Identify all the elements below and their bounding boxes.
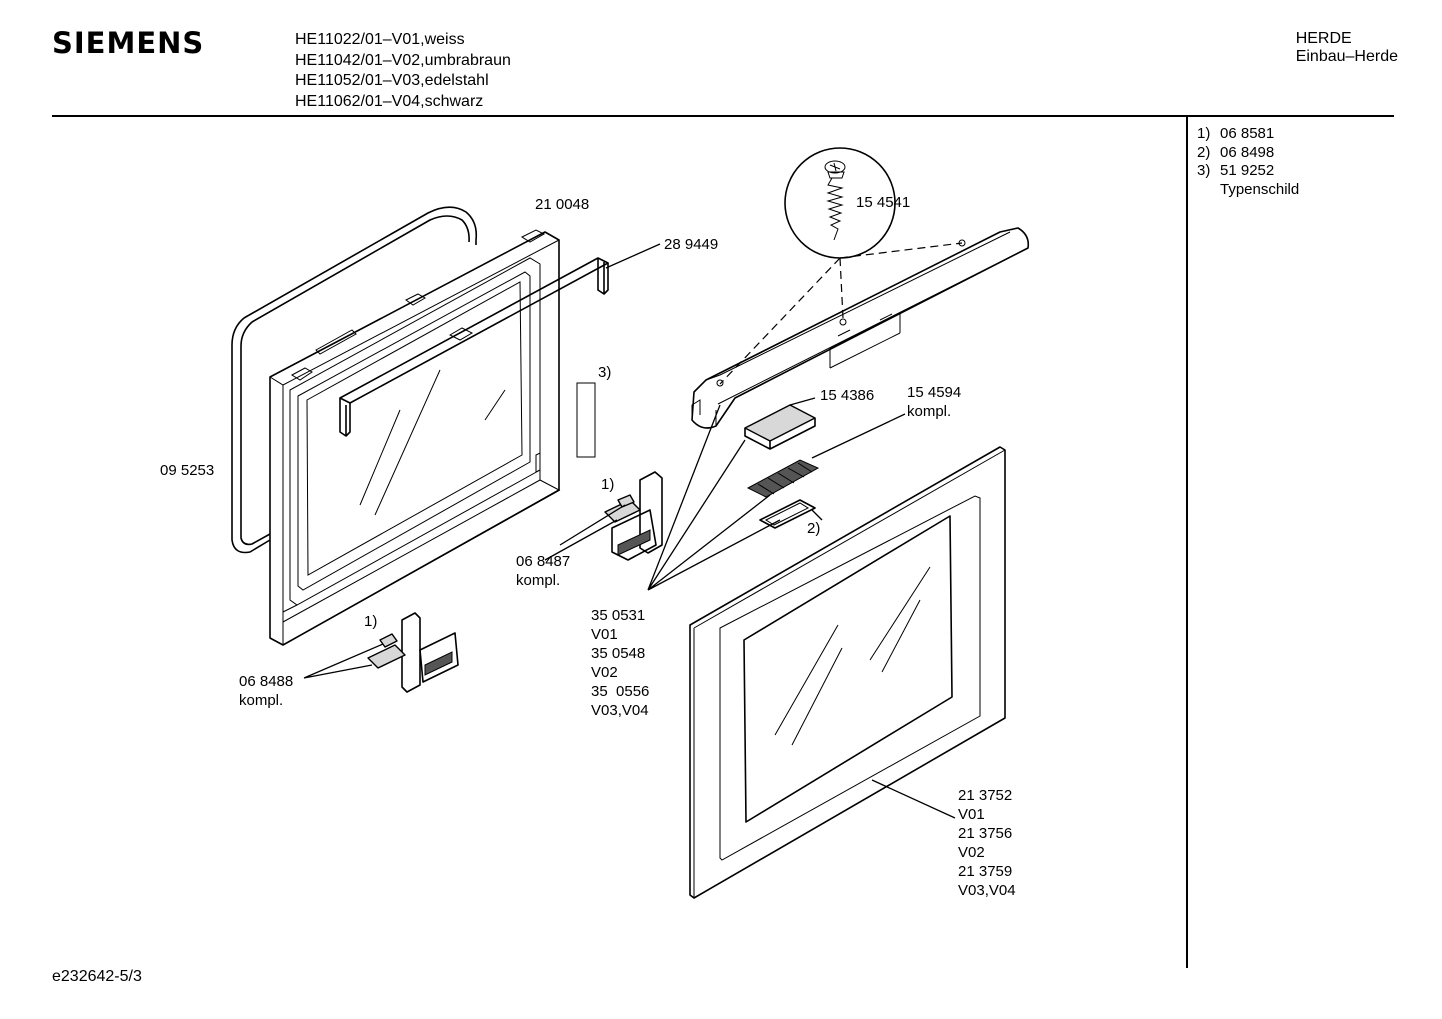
label-glass-line: 21 3756	[958, 825, 1012, 842]
label-handle-line: V02	[591, 664, 618, 681]
glass-label-group: 21 3752 V01 21 3756 V02 21 3759 V03,V04	[958, 787, 1016, 899]
upper-hinge	[544, 471, 663, 561]
label-typeplate-ref: 3)	[598, 364, 611, 381]
model-line: HE11052/01–V03,edelstahl	[295, 72, 489, 89]
document-reference: e232642-5/3	[52, 968, 142, 985]
label-handle-line: 35 0531	[591, 607, 645, 624]
outer-glass-panel	[689, 446, 1006, 899]
label-bracket: 28 9449	[664, 236, 718, 253]
category-subtitle: Einbau–Herde	[1295, 48, 1398, 65]
label-handle-line: V01	[591, 626, 618, 643]
model-line: HE11062/01–V04,schwarz	[295, 92, 484, 110]
legend-item: 3) 51 9252	[1197, 162, 1299, 181]
label-handle-line: 35 0548	[591, 645, 645, 662]
model-line: HE11042/01–V02,umbrabraun	[295, 51, 511, 69]
door-gasket	[231, 206, 478, 554]
legend-item: Typenschild	[1197, 181, 1299, 200]
legend-number: 2)	[1197, 143, 1211, 161]
legend-item: 2) 06 8498	[1197, 144, 1299, 163]
label-gasket: 09 5253	[160, 462, 214, 479]
legend-text: 51 9252	[1220, 162, 1275, 179]
label-hinge-lower: 06 8488	[239, 673, 293, 690]
label-cover: 15 4386	[820, 387, 874, 404]
label-glass-line: 21 3759	[958, 863, 1012, 880]
label-door-frame: 21 0048	[535, 196, 589, 213]
legend-text: 06 8498	[1220, 143, 1275, 161]
screw-detail	[719, 147, 963, 385]
header-divider	[52, 115, 1394, 117]
legend-item: 1) 06 8581	[1197, 125, 1299, 144]
brand-logo: SIEMENS	[52, 26, 205, 60]
model-line: HE11022/01–V01,weiss	[295, 31, 465, 48]
handle-label-group: 35 0531 V01 35 0548 V02 35 0556 V03,V04	[591, 607, 649, 719]
label-seal-ref: 2)	[807, 520, 820, 537]
label-handle-line: 35 0556	[591, 683, 649, 700]
door-frame	[269, 229, 561, 646]
legend: 1) 06 8581 2) 06 8498 3) 51 9252 Typenschil…	[1197, 125, 1299, 199]
latch-part	[746, 413, 906, 498]
label-hinge-lower-ref: 1)	[364, 613, 377, 630]
legend-number: 3)	[1197, 162, 1211, 179]
cover-part	[744, 397, 816, 450]
label-glass-line: 21 3752	[958, 787, 1012, 804]
lower-hinge	[303, 612, 459, 693]
label-hinge-upper-kompl: kompl.	[516, 572, 560, 589]
legend-text: 06 8581	[1220, 125, 1275, 142]
category-title: HERDE	[1295, 30, 1352, 47]
legend-text: Typenschild	[1220, 180, 1300, 198]
type-plate	[576, 382, 596, 458]
seal-part	[759, 499, 823, 529]
label-screw: 15 4541	[856, 194, 910, 211]
legend-divider	[1186, 116, 1188, 968]
label-glass-line: V03,V04	[958, 882, 1016, 899]
bracket-part	[339, 243, 661, 437]
category-block: HERDE Einbau–Herde	[1296, 30, 1398, 66]
label-hinge-lower-kompl: kompl.	[239, 692, 283, 709]
label-glass-line: V02	[958, 844, 985, 861]
label-hinge-upper-ref: 1)	[601, 476, 614, 493]
label-latch-kompl: kompl.	[907, 403, 951, 420]
legend-number: 1)	[1197, 125, 1211, 142]
label-glass-line: V01	[958, 806, 985, 823]
label-handle-line: V03,V04	[591, 702, 649, 719]
door-handle	[647, 227, 1030, 591]
label-hinge-upper: 06 8487	[516, 553, 570, 570]
label-latch: 15 4594	[907, 384, 961, 401]
model-list: HE11022/01–V01,weiss HE11042/01–V02,umbr…	[295, 30, 511, 112]
